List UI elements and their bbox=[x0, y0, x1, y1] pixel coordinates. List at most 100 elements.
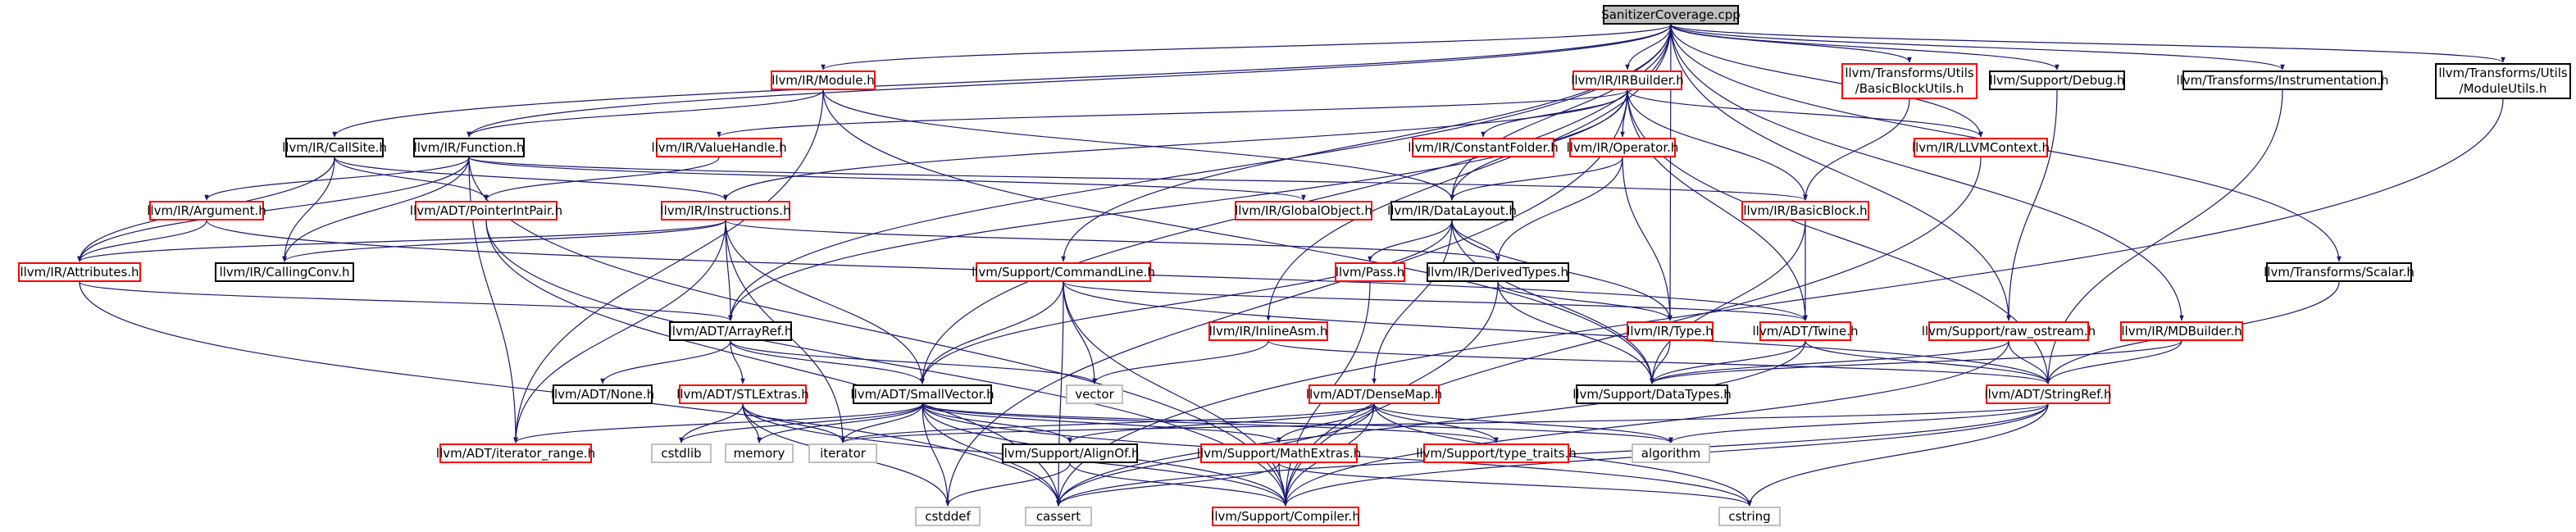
node-module-h[interactable]: llvm/IR/Module.h bbox=[771, 70, 876, 90]
node-label: llvm/IR/CallingConv.h bbox=[219, 264, 350, 280]
edge-smallvector-to-memory bbox=[757, 403, 923, 443]
node-argument-h[interactable]: llvm/IR/Argument.h bbox=[147, 201, 266, 221]
node-instructions-h[interactable]: llvm/IR/Instructions.h bbox=[660, 201, 791, 221]
edge-mathextras-to-cstring bbox=[1278, 462, 1752, 507]
node-stlextras-h[interactable]: llvm/ADT/STLExtras.h bbox=[676, 384, 809, 404]
node-label: llvm/Transforms/Utils bbox=[1845, 66, 1974, 80]
node-none-h[interactable]: llvm/ADT/None.h bbox=[551, 384, 654, 404]
edge-root-to-irbuilder bbox=[1625, 24, 1672, 70]
edge-instructions-to-iterator_range bbox=[513, 220, 726, 443]
node-label: llvm/IR/DataLayout.h bbox=[1387, 202, 1517, 218]
edge-callsite-to-pointerintpair bbox=[334, 157, 489, 201]
node-instrumentation-h[interactable]: llvm/Transforms/Instrumentation.h bbox=[2176, 70, 2389, 90]
edge-attributes-to-arrayref bbox=[79, 281, 733, 321]
node-globalobject-h[interactable]: llvm/IR/GlobalObject.h bbox=[1235, 201, 1372, 221]
node-irbuilder-h[interactable]: llvm/IR/IRBuilder.h bbox=[1571, 70, 1684, 90]
edge-commandline-to-smallvector bbox=[920, 281, 1064, 384]
edge-function-to-attributes bbox=[77, 157, 470, 262]
node-type-h[interactable]: llvm/IR/Type.h bbox=[1627, 321, 1714, 341]
node-datalayout-h[interactable]: llvm/IR/DataLayout.h bbox=[1387, 201, 1517, 221]
edge-inlineasm-to-vector bbox=[1092, 340, 1269, 384]
node-label: llvm/ADT/ArrayRef.h bbox=[668, 323, 793, 339]
node-smallvector-h[interactable]: llvm/ADT/SmallVector.h bbox=[850, 384, 994, 404]
node-function-h[interactable]: llvm/IR/Function.h bbox=[413, 138, 525, 157]
node-moduleutils-h[interactable]: llvm/Transforms/Utils/ModuleUtils.h bbox=[2435, 63, 2571, 99]
node-callsite-h[interactable]: llvm/IR/CallSite.h bbox=[282, 138, 387, 157]
node-cstring: cstring bbox=[1718, 507, 1781, 526]
edge-module-to-iterator_range bbox=[513, 89, 824, 443]
edge-smallvector-to-iterator_range bbox=[513, 403, 923, 443]
node-valuehandle-h[interactable]: llvm/IR/ValueHandle.h bbox=[651, 138, 787, 157]
edge-root-to-raw_ostream bbox=[1670, 24, 2011, 321]
node-label: llvm/Support/CommandLine.h bbox=[972, 264, 1155, 280]
edge-commandline-to-twine bbox=[1063, 281, 1808, 321]
node-label: llvm/IR/Argument.h bbox=[147, 202, 266, 218]
node-label: llvm/Transforms/Utils bbox=[2438, 66, 2568, 80]
node-densemap-h[interactable]: llvm/ADT/DenseMap.h bbox=[1306, 384, 1442, 404]
edge-instructions-to-callingconv bbox=[282, 220, 726, 262]
edge-arrayref-to-stlextras bbox=[730, 340, 745, 384]
edge-datalayout-to-datatypes bbox=[1451, 220, 1654, 384]
node-type-traits-h[interactable]: llvm/Support/type_traits.h bbox=[1416, 443, 1577, 463]
edge-datalayout-to-pass bbox=[1368, 220, 1453, 262]
node-label: cstring bbox=[1728, 508, 1771, 524]
edge-smallvector-to-type_traits bbox=[922, 403, 1499, 443]
node-llvmcontext-h[interactable]: llvm/IR/LLVMContext.h bbox=[1911, 138, 2050, 157]
node-label: llvm/IR/DerivedTypes.h bbox=[1427, 264, 1569, 280]
node-operator-h[interactable]: llvm/IR/Operator.h bbox=[1567, 138, 1678, 157]
edge-arrayref-to-vector bbox=[730, 340, 1097, 384]
edge-moduleutils-to-cassert bbox=[1056, 98, 2504, 507]
node-label: llvm/Support/raw_ostream.h bbox=[1921, 323, 2096, 339]
edge-argument-to-attributes bbox=[77, 220, 207, 262]
edge-mdbuilder-to-datatypes bbox=[1650, 340, 2182, 384]
node-label: memory bbox=[733, 445, 785, 461]
node-label: llvm/IR/CallSite.h bbox=[282, 139, 387, 155]
node-label: llvm/ADT/PointerIntPair.h bbox=[409, 202, 563, 218]
node-commandline-h[interactable]: llvm/Support/CommandLine.h bbox=[972, 262, 1155, 282]
node-constantfolder-h[interactable]: llvm/IR/ConstantFolder.h bbox=[1408, 138, 1559, 157]
node-pointerintpair-h[interactable]: llvm/ADT/PointerIntPair.h bbox=[410, 201, 562, 221]
node-inlineasm-h[interactable]: llvm/IR/InlineAsm.h bbox=[1208, 321, 1328, 341]
edge-alignof-to-compiler bbox=[1069, 462, 1288, 507]
node-compiler-h[interactable]: llvm/Support/Compiler.h bbox=[1211, 507, 1360, 526]
node-label: cassert bbox=[1035, 508, 1081, 524]
node-alignof-h[interactable]: llvm/Support/AlignOf.h bbox=[1000, 443, 1140, 463]
node-datatypes-h[interactable]: llvm/Support/DataTypes.h bbox=[1572, 384, 1732, 404]
edge-root-to-function bbox=[467, 24, 1672, 138]
edge-stringref-to-algorithm bbox=[1668, 403, 2049, 443]
edge-derivedtypes-to-datatypes bbox=[1497, 281, 1654, 384]
node-label: iterator bbox=[820, 445, 866, 461]
node-basicblock-h[interactable]: llvm/IR/BasicBlock.h bbox=[1741, 201, 1869, 221]
node-label: llvm/IR/MDBuilder.h bbox=[2121, 323, 2242, 339]
node-mdbuilder-h[interactable]: llvm/IR/MDBuilder.h bbox=[2120, 321, 2243, 341]
edge-module-to-datalayout bbox=[822, 89, 1454, 201]
node-raw-ostream-h[interactable]: llvm/Support/raw_ostream.h bbox=[1922, 321, 2096, 341]
node-label: algorithm bbox=[1641, 445, 1701, 461]
node-callingconv-h[interactable]: llvm/IR/CallingConv.h bbox=[215, 262, 354, 282]
edge-irbuilder-to-arrayref bbox=[728, 89, 1628, 321]
node-arrayref-h[interactable]: llvm/ADT/ArrayRef.h bbox=[669, 321, 792, 341]
edge-stringref-to-cstring bbox=[1747, 403, 2049, 507]
node-pass-h[interactable]: llvm/Pass.h bbox=[1335, 262, 1405, 282]
edge-callsite-to-callingconv bbox=[282, 157, 335, 262]
node-mathextras-h[interactable]: llvm/Support/MathExtras.h bbox=[1197, 443, 1361, 463]
node-label: llvm/IR/Attributes.h bbox=[20, 264, 139, 280]
node-attributes-h[interactable]: llvm/IR/Attributes.h bbox=[18, 262, 141, 282]
node-label: llvm/Support/type_traits.h bbox=[1416, 445, 1577, 461]
node-label: SanitizerCoverage.cpp bbox=[1601, 7, 1741, 22]
node-basicblockutils-h[interactable]: llvm/Transforms/Utils/BasicBlockUtils.h bbox=[1841, 63, 1978, 99]
node-label: llvm/ADT/STLExtras.h bbox=[676, 386, 809, 402]
edge-irbuilder-to-llvmcontext bbox=[1627, 89, 1983, 138]
node-label: llvm/IR/LLVMContext.h bbox=[1911, 139, 2050, 155]
edge-arrayref-to-smallvector bbox=[730, 340, 925, 384]
node-label: llvm/IR/Type.h bbox=[1627, 323, 1714, 339]
node-scalar-h[interactable]: llvm/Transforms/Scalar.h bbox=[2264, 262, 2414, 282]
edge-smallvector-to-cstddef bbox=[922, 403, 950, 507]
node-stringref-h[interactable]: llvm/ADT/StringRef.h bbox=[1984, 384, 2112, 404]
node-derivedtypes-h[interactable]: llvm/IR/DerivedTypes.h bbox=[1427, 262, 1569, 282]
edge-irbuilder-to-twine bbox=[1627, 89, 1808, 321]
node-iterator-range-h[interactable]: llvm/ADT/iterator_range.h bbox=[436, 443, 595, 463]
node-twine-h[interactable]: llvm/ADT/Twine.h bbox=[1752, 321, 1859, 341]
node-debug-h[interactable]: llvm/Support/Debug.h bbox=[1989, 70, 2125, 90]
